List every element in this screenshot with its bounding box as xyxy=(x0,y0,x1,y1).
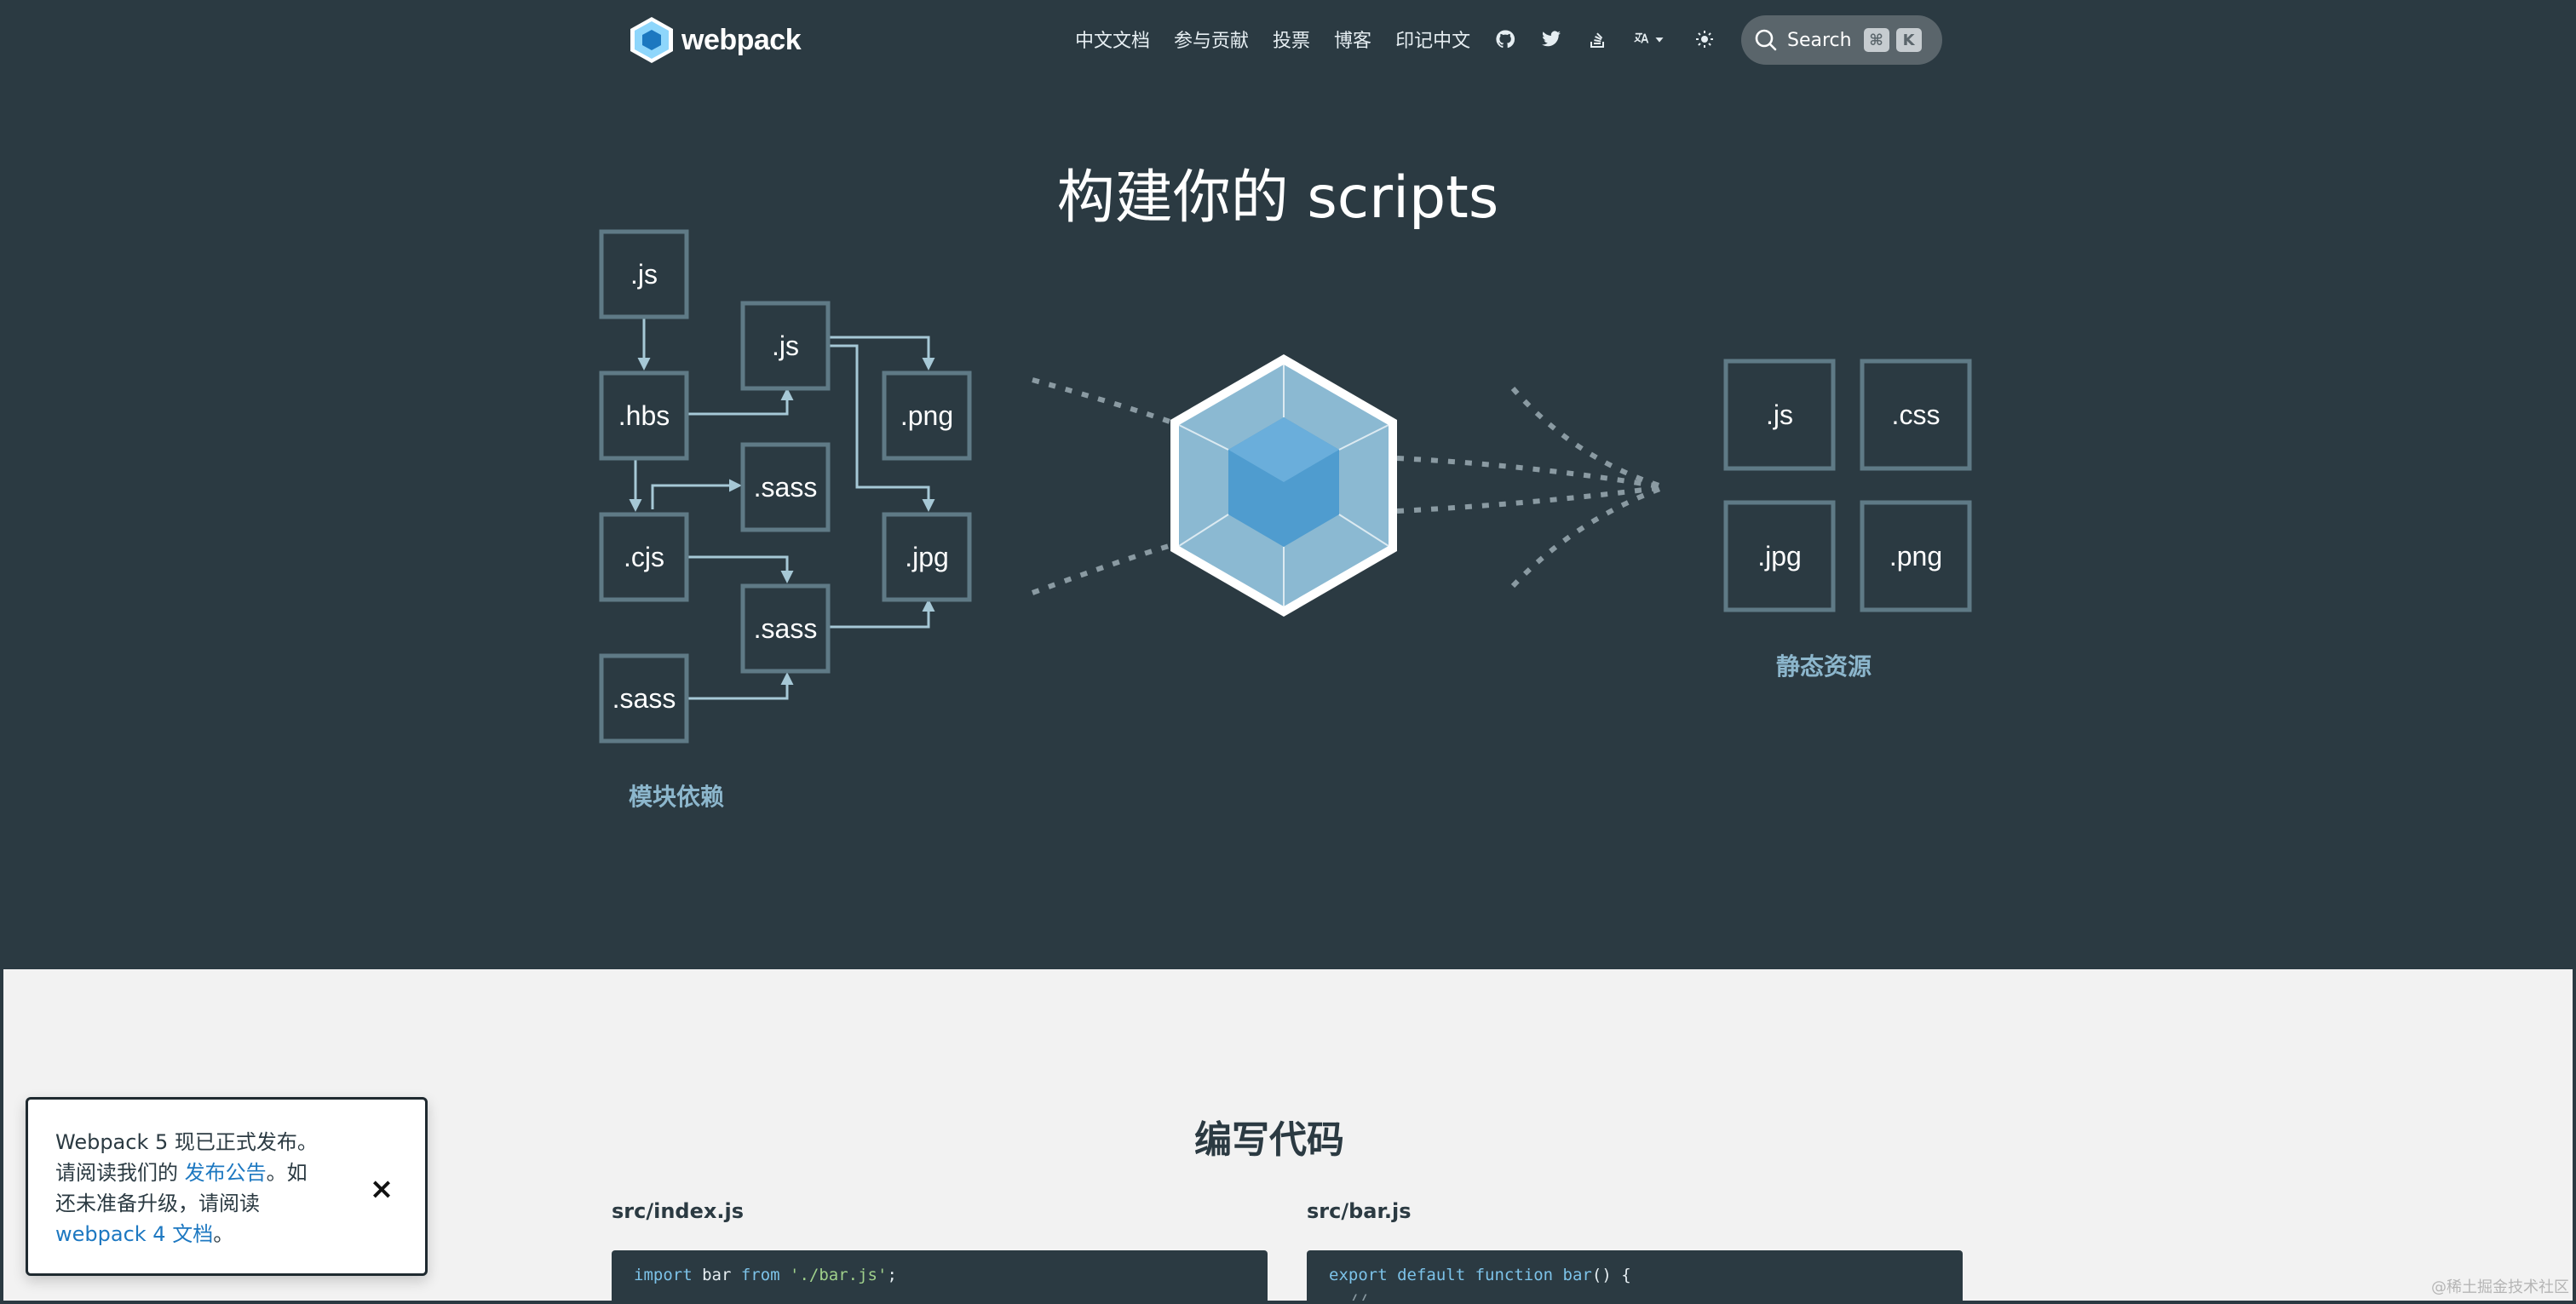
module-box-png: .png xyxy=(882,371,972,461)
close-icon[interactable]: × xyxy=(369,1172,394,1206)
code-function-name: bar xyxy=(1553,1266,1592,1284)
code-text: bar xyxy=(692,1266,741,1284)
stackoverflow-icon[interactable] xyxy=(1586,28,1608,50)
release-notice: Webpack 5 现已正式发布。请阅读我们的 发布公告。如还未准备升级，请阅读… xyxy=(26,1097,428,1276)
code-keyword: import xyxy=(634,1266,693,1284)
asset-box-css: .css xyxy=(1860,359,1972,471)
code-string: './bar.js' xyxy=(779,1266,888,1284)
shortcut-key-k: K xyxy=(1895,28,1922,52)
svg-text:.hbs: .hbs xyxy=(618,400,670,431)
nav-link-blog[interactable]: 博客 xyxy=(1334,31,1372,52)
flow-lines xyxy=(1031,377,1666,595)
hero-title: 构建你的 scripts xyxy=(1056,164,1499,232)
code-block-bar: export default function bar() { // xyxy=(1307,1250,1963,1304)
dependency-arrows xyxy=(629,319,935,700)
module-box-sass: .sass xyxy=(599,653,689,744)
svg-text:.css: .css xyxy=(1892,399,1941,430)
nav-link-docschina[interactable]: 印记中文 xyxy=(1395,31,1471,52)
search-button[interactable]: Search ⌘ K xyxy=(1741,15,1942,65)
twitter-icon[interactable] xyxy=(1540,28,1562,50)
nav-link-docs[interactable]: 中文文档 xyxy=(1075,31,1151,52)
file-label-index: src/index.js xyxy=(612,1199,744,1223)
svg-text:.jpg: .jpg xyxy=(905,542,949,572)
module-box-cjs: .cjs xyxy=(599,512,689,602)
language-icon[interactable] xyxy=(1632,28,1670,50)
svg-text:.png: .png xyxy=(900,400,953,431)
code-text: () { xyxy=(1591,1266,1631,1284)
notice-text: 。 xyxy=(213,1222,234,1246)
code-text: ; xyxy=(887,1266,897,1284)
bundling-diagram: .js .js .hbs .png .sass .cjs xyxy=(599,229,1972,810)
webpack-logo[interactable]: webpack xyxy=(629,15,802,65)
svg-text:.png: .png xyxy=(1889,541,1942,572)
search-label: Search xyxy=(1787,29,1852,51)
asset-box-jpg: .jpg xyxy=(1723,500,1836,612)
nav-link-contribute[interactable]: 参与贡献 xyxy=(1174,31,1250,52)
top-navbar: webpack 中文文档 参与贡献 投票 博客 印记中文 xyxy=(0,0,2576,78)
assets-caption: 静态资源 xyxy=(1776,653,1872,680)
release-announcement-link[interactable]: 发布公告 xyxy=(184,1161,267,1185)
svg-text:.sass: .sass xyxy=(754,613,818,644)
svg-text:.js: .js xyxy=(772,330,799,361)
svg-text:.sass: .sass xyxy=(612,683,676,714)
watermark: @稀土掘金技术社区 xyxy=(2431,1278,2569,1296)
shortcut-key-cmd: ⌘ xyxy=(1863,28,1889,52)
module-box-sass: .sass xyxy=(740,583,831,674)
code-comment: // xyxy=(1329,1291,1368,1304)
svg-text:.js: .js xyxy=(1766,399,1793,430)
module-box-jpg: .jpg xyxy=(882,512,972,602)
webpack-cube-icon xyxy=(1170,354,1397,617)
search-icon xyxy=(1755,29,1777,51)
webpack-cube-icon xyxy=(630,17,673,63)
svg-text:.js: .js xyxy=(630,259,658,290)
module-box-js: .js xyxy=(740,301,831,391)
theme-toggle-icon[interactable] xyxy=(1693,28,1716,50)
svg-text:.jpg: .jpg xyxy=(1757,541,1802,572)
modules-caption: 模块依赖 xyxy=(629,784,724,810)
hero-section: webpack 中文文档 参与贡献 投票 博客 印记中文 xyxy=(0,0,2576,969)
nav-links: 中文文档 参与贡献 投票 博客 印记中文 xyxy=(1075,20,1739,58)
code-keyword: export default function xyxy=(1329,1266,1554,1284)
asset-boxes: .js .css .jpg .png xyxy=(1723,359,1972,612)
svg-text:.cjs: .cjs xyxy=(624,542,664,572)
module-box-js: .js xyxy=(599,229,689,319)
file-label-bar: src/bar.js xyxy=(1307,1199,1412,1223)
module-box-sass: .sass xyxy=(740,442,831,532)
brand-name: webpack xyxy=(681,23,802,56)
notice-text: Webpack 5 现已正式发布。请阅读我们的 xyxy=(55,1130,318,1185)
code-block-index: import bar from './bar.js'; xyxy=(612,1250,1268,1304)
section-title-write-code: 编写代码 xyxy=(1194,1118,1344,1162)
svg-text:.sass: .sass xyxy=(754,472,818,503)
github-icon[interactable] xyxy=(1494,28,1516,50)
asset-box-js: .js xyxy=(1723,359,1836,471)
code-keyword: from xyxy=(740,1266,780,1284)
notice-text: 。如还未准备升级，请阅读 xyxy=(55,1161,308,1215)
module-box-hbs: .hbs xyxy=(599,371,689,461)
nav-link-vote[interactable]: 投票 xyxy=(1273,31,1311,52)
webpack4-docs-link[interactable]: webpack 4 文档 xyxy=(55,1222,214,1246)
asset-box-png: .png xyxy=(1860,500,1972,612)
module-boxes: .js .js .hbs .png .sass .cjs xyxy=(599,229,972,744)
